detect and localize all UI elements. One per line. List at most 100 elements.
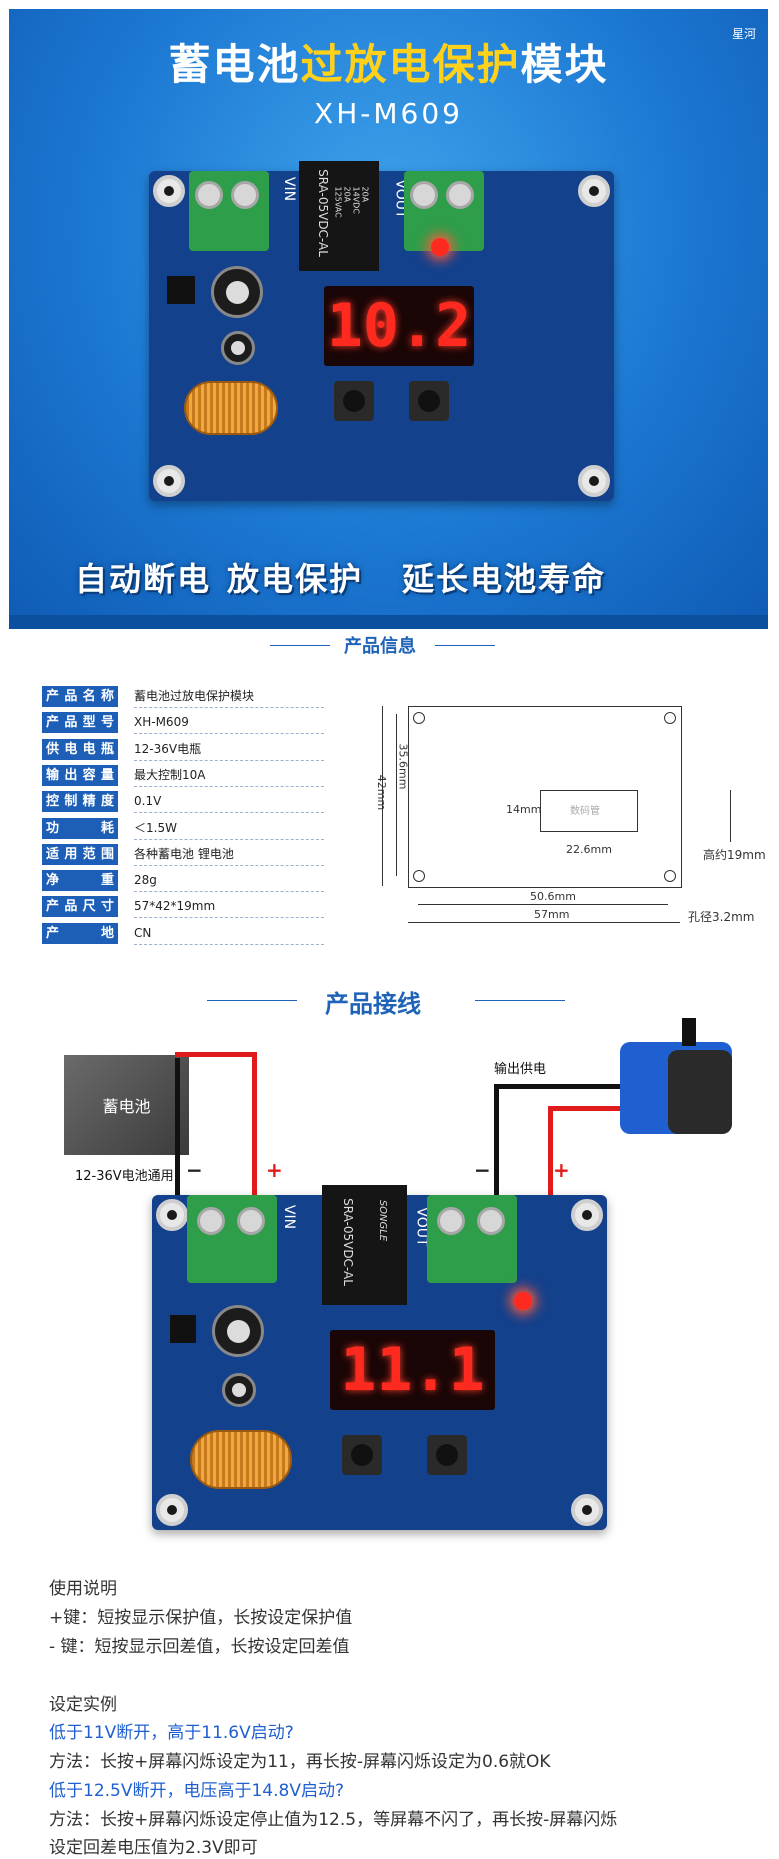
wire-neg-out-v xyxy=(494,1084,499,1200)
capacitor xyxy=(212,1305,264,1357)
pump-body xyxy=(668,1050,732,1134)
capacitor xyxy=(222,1373,256,1407)
mount-hole xyxy=(153,175,185,207)
divider-line xyxy=(435,645,495,646)
example2-answer-2: 设定回差电压值为2.3V即可 xyxy=(49,1838,258,1858)
example2-question: 低于12.5V断开，电压高于14.8V启动? xyxy=(49,1781,344,1801)
display-outline xyxy=(540,790,638,832)
battery-box: 蓄电池 xyxy=(64,1055,189,1155)
spec-value: 各种蓄电池 锂电池 xyxy=(134,844,324,866)
minus-key-text: - 键：短按显示回差值，长按设定回差值 xyxy=(49,1637,350,1657)
minus-button xyxy=(409,381,449,421)
spec-label: 产品尺寸 xyxy=(42,896,118,917)
dim-line xyxy=(418,904,668,905)
feature-1: 自动断电 xyxy=(75,560,212,598)
divider-line xyxy=(207,1000,297,1001)
status-led xyxy=(431,238,449,256)
info-header: 产品信息 xyxy=(344,636,416,657)
water-pump-image xyxy=(620,1018,732,1134)
dim-width-inner: 50.6mm xyxy=(530,890,576,903)
feature-2: 放电保护 xyxy=(227,560,364,598)
output-terminal xyxy=(427,1195,517,1283)
spec-value: 0.1V xyxy=(134,791,324,813)
screw-icon xyxy=(231,181,259,209)
plus-button xyxy=(342,1435,382,1475)
plus-button xyxy=(334,381,374,421)
hero-model: XH-M609 xyxy=(314,97,463,130)
display-label: 数码管 xyxy=(570,806,600,817)
relay-brand: SONGLE xyxy=(377,1199,389,1242)
input-terminal xyxy=(189,171,269,251)
minus-sign-out: − xyxy=(474,1158,491,1182)
dim-line xyxy=(396,714,397,876)
wire-neg-out-h xyxy=(494,1084,624,1089)
hole-marker xyxy=(664,870,676,882)
dim-display-height: 14mm xyxy=(506,803,542,816)
spec-value: 蓄电池过放电保护模块 xyxy=(134,686,324,708)
screw-icon xyxy=(410,181,438,209)
mount-hole xyxy=(571,1494,603,1526)
instructions-title: 使用说明 xyxy=(49,1579,117,1599)
wire-pos-out-v xyxy=(548,1106,553,1200)
spec-label: 供电电瓶 xyxy=(42,739,118,760)
spec-label: 功 耗 xyxy=(42,818,118,839)
dim-line xyxy=(408,922,680,923)
hero-banner: 星河 蓄电池过放电保护模块 XH-M609 VIN SRA-05VDC-AL 2… xyxy=(9,9,768,629)
seven-segment-display: 11.1 xyxy=(330,1330,495,1410)
wire-pos-out-h xyxy=(548,1106,630,1111)
screw-icon xyxy=(437,1207,465,1235)
screw-icon xyxy=(197,1207,225,1235)
brand-text: 星河 xyxy=(731,27,756,41)
wiring-header: 产品接线 xyxy=(325,990,421,1018)
spec-value: 28g xyxy=(134,870,324,892)
relay: SRA-05VDC-AL SONGLE xyxy=(322,1185,407,1305)
pcb-board-wired: VIN SRA-05VDC-AL SONGLE VOUT 11.1 xyxy=(152,1185,607,1530)
output-terminal xyxy=(404,171,484,251)
hole-marker xyxy=(413,712,425,724)
status-led xyxy=(514,1292,532,1310)
title-suffix: 模块 xyxy=(520,40,609,89)
spec-value: XH-M609 xyxy=(134,712,324,734)
dimension-drawing: 数码管 14mm 22.6mm 42mm 35.6mm 50.6mm 57mm … xyxy=(370,700,770,940)
hero-title: 蓄电池过放电保护模块 xyxy=(9,31,768,92)
spec-label: 输出容量 xyxy=(42,765,118,786)
spec-label: 产品型号 xyxy=(42,712,118,733)
mount-hole xyxy=(578,465,610,497)
spec-value: 最大控制10A xyxy=(134,765,324,787)
output-label: 输出供电 xyxy=(494,1062,547,1077)
feature-3: 延长电池寿命 xyxy=(402,560,607,598)
mount-hole xyxy=(153,465,185,497)
spec-value: CN xyxy=(134,923,324,945)
input-terminal xyxy=(187,1195,277,1283)
dim-line xyxy=(382,706,383,886)
vin-label: VIN xyxy=(281,176,298,202)
wire-pos-in-h xyxy=(175,1052,257,1057)
spec-label: 产品名称 xyxy=(42,686,118,707)
divider-line xyxy=(475,1000,565,1001)
title-prefix: 蓄电池 xyxy=(168,40,301,89)
minus-sign-in: − xyxy=(186,1158,203,1182)
example1-question: 低于11V断开，高于11.6V启动? xyxy=(49,1723,294,1743)
spec-label: 产 地 xyxy=(42,923,118,944)
dim-width: 57mm xyxy=(534,908,570,921)
hole-marker xyxy=(413,870,425,882)
example2-answer-1: 方法：长按+屏幕闪烁设定停止值为12.5，等屏幕不闪了，再长按-屏幕闪烁 xyxy=(49,1810,618,1830)
wire-pos-in-v xyxy=(252,1052,257,1200)
battery-label: 蓄电池 xyxy=(102,1097,151,1116)
screw-icon xyxy=(237,1207,265,1235)
dim-hole: 孔径3.2mm xyxy=(688,910,755,924)
divider-line xyxy=(270,645,330,646)
dim-height: 42mm xyxy=(375,774,389,811)
spec-label: 适用范围 xyxy=(42,844,118,865)
screw-icon xyxy=(446,181,474,209)
ic-chip xyxy=(167,276,195,304)
title-highlight: 过放电保护 xyxy=(300,40,521,89)
relay-small-text: 20A 14VDC 20A 125VAC xyxy=(333,186,370,218)
screw-icon xyxy=(477,1207,505,1235)
plus-sign-out: + xyxy=(553,1158,570,1182)
spec-label: 净 重 xyxy=(42,870,118,891)
dim-depth: 高约19mm xyxy=(703,848,766,862)
battery-note: 12-36V电池通用 xyxy=(75,1169,174,1184)
mount-hole xyxy=(156,1494,188,1526)
spec-value: 12-36V电瓶 xyxy=(134,739,324,761)
